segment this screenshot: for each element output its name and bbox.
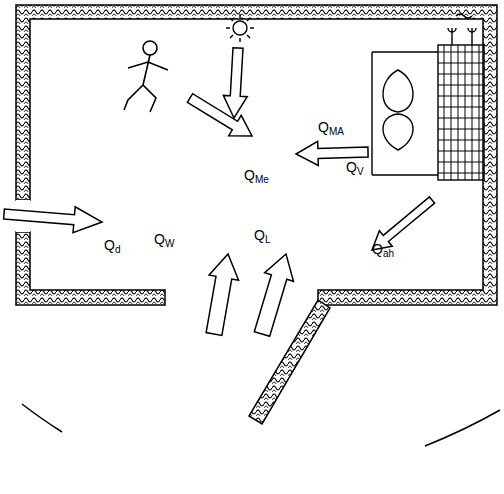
heat-flow-label: QV	[346, 160, 364, 177]
lamp-symbol	[226, 14, 254, 42]
heat-flow-label: QL	[254, 228, 270, 245]
heat-flow-label: QMA	[318, 120, 344, 137]
heat-flow-arrow	[254, 254, 293, 336]
heat-flow-label: Qah	[372, 242, 394, 259]
heat-flow-arrow	[4, 207, 102, 233]
heat-flow-arrows	[4, 48, 435, 337]
evaporator-unit	[372, 14, 484, 180]
door-swing-arc	[425, 410, 500, 446]
heat-flow-arrow	[206, 254, 239, 335]
heat-flow-arrow	[296, 141, 368, 165]
heat-flow-label: QW	[154, 232, 174, 249]
heat-flow-label: QMe	[244, 168, 269, 185]
insulated-wall	[16, 5, 497, 305]
door-swing-arc	[22, 404, 62, 432]
heat-flow-label: Qd	[104, 238, 120, 255]
heat-flow-arrow	[223, 48, 247, 118]
person-figure	[124, 41, 168, 112]
